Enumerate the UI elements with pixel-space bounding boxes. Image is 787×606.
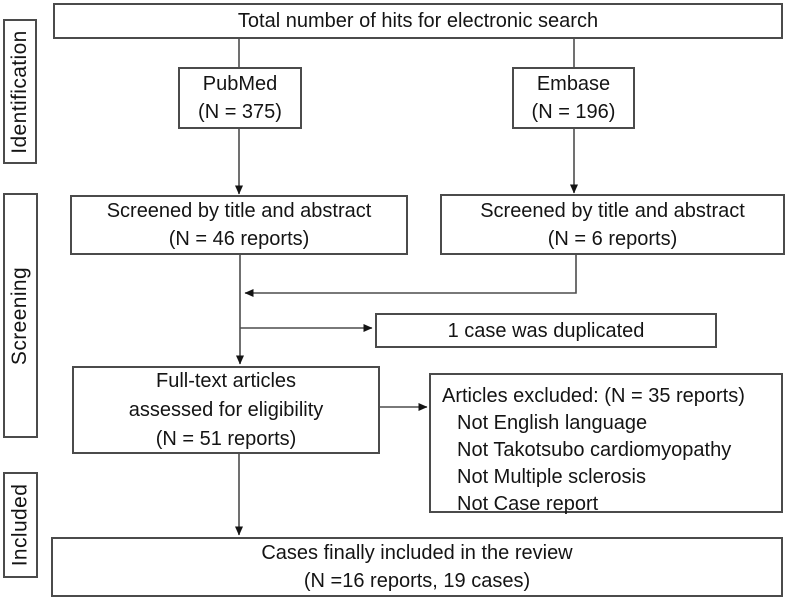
box-excluded-item: Not Case report [457,493,599,515]
phase-identification-label: Identification [8,29,32,154]
box-screened-embase-count: (N = 6 reports) [547,227,678,250]
box-fulltext-line1: Full-text articles [155,369,297,392]
box-final-included-text: Cases finally included in the review [261,542,573,564]
phase-included: Included [3,472,38,578]
box-pubmed: PubMed (N = 375) [178,67,302,129]
phase-screening-label: Screening [8,266,32,365]
box-embase-count: (N = 196) [531,101,616,123]
box-pubmed-count: (N = 375) [198,101,282,123]
box-excluded-item: Not English language [457,412,648,434]
box-total-hits: Total number of hits for electronic sear… [53,3,783,39]
phase-included-label: Included [8,483,32,567]
phase-identification: Identification [3,19,37,164]
phase-screening: Screening [3,193,38,438]
box-pubmed-name: PubMed [202,73,278,95]
box-screened-embase-text: Screened by title and abstract [480,199,745,222]
box-excluded-item: Not Takotsubo cardiomyopathy [457,439,732,461]
box-total-hits-text: Total number of hits for electronic sear… [237,10,599,32]
box-embase-name: Embase [536,73,611,95]
box-duplicated: 1 case was duplicated [375,313,717,348]
box-screened-embase: Screened by title and abstract (N = 6 re… [440,194,785,255]
box-embase: Embase (N = 196) [512,67,635,129]
box-final-included-count: (N =16 reports, 19 cases) [303,570,531,592]
box-excluded-header: Articles excluded: (N = 35 reports) [442,385,745,407]
box-duplicated-text: 1 case was duplicated [447,319,645,342]
box-fulltext-line2: assessed for eligibility [128,398,324,421]
arrow-embase-merge [244,254,577,297]
box-screened-pubmed-text: Screened by title and abstract [106,200,372,222]
box-fulltext-count: (N = 51 reports) [155,427,297,450]
box-excluded-item: Not Multiple sclerosis [457,466,646,488]
box-screened-pubmed: Screened by title and abstract (N = 46 r… [70,195,408,255]
box-fulltext: Full-text articles assessed for eligibil… [72,366,380,454]
box-screened-pubmed-count: (N = 46 reports) [168,228,310,250]
box-excluded: Articles excluded: (N = 35 reports) Not … [429,373,783,515]
box-final-included: Cases finally included in the review (N … [51,537,783,597]
